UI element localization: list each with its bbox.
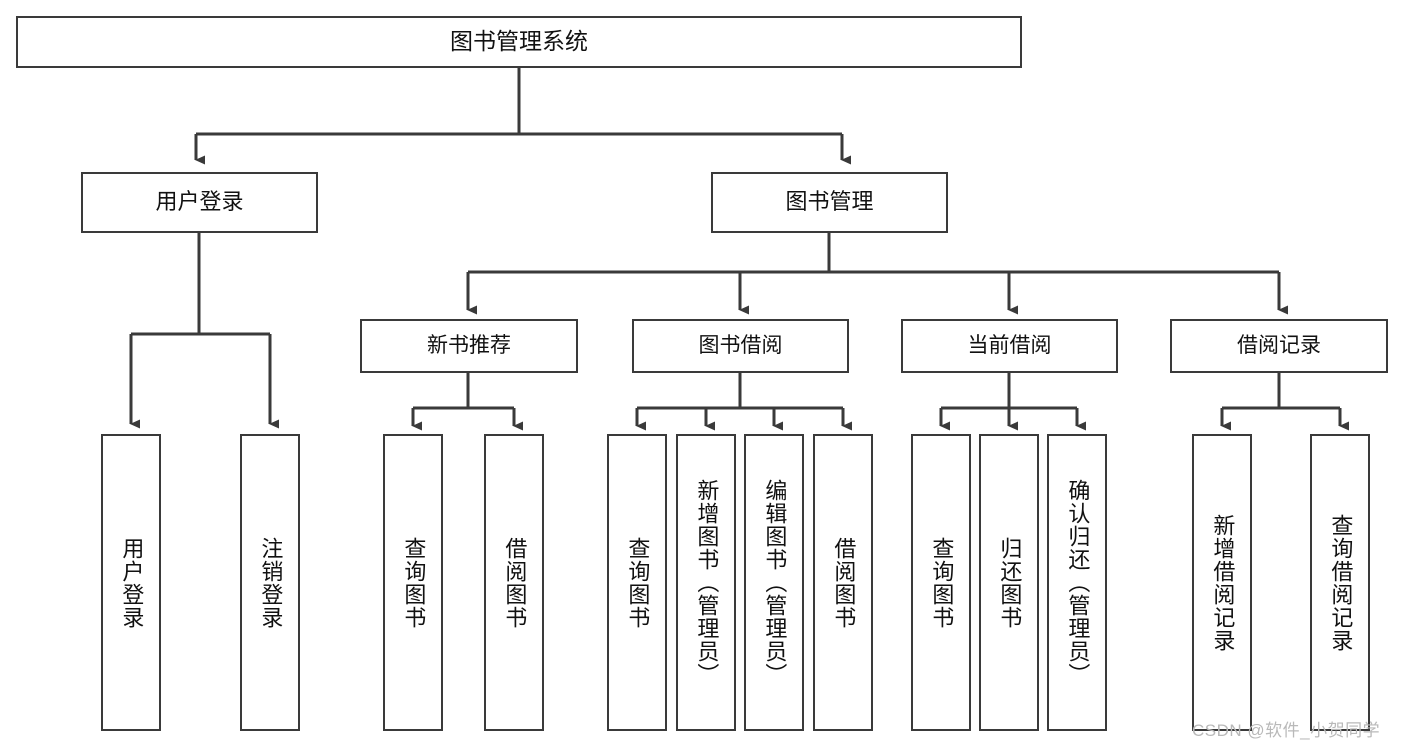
node-user-login-label: 用户登录: [155, 189, 244, 215]
leaf-borrow-book-1[interactable]: 借阅图书: [484, 434, 544, 731]
node-borrow-record-label: 借阅记录: [1237, 334, 1321, 358]
leaf-add-record[interactable]: 新增借阅记录: [1192, 434, 1252, 731]
node-root-label: 图书管理系统: [450, 28, 588, 55]
node-current-borrow-label: 当前借阅: [967, 334, 1052, 358]
leaf-return-book[interactable]: 归还图书: [979, 434, 1039, 731]
leaf-borrow-book-2[interactable]: 借阅图书: [813, 434, 873, 731]
leaf-logout-login-label: 注销登录: [258, 536, 284, 629]
leaf-edit-book[interactable]: 编辑图书（管理员）: [744, 434, 804, 731]
leaf-confirm-return[interactable]: 确认归还（管理员）: [1047, 434, 1107, 731]
node-book-borrow-label: 图书借阅: [698, 334, 783, 358]
leaf-query-book-3[interactable]: 查询图书: [911, 434, 971, 731]
leaf-add-book[interactable]: 新增图书（管理员）: [676, 434, 736, 731]
node-new-book-recommend-label: 新书推荐: [427, 334, 511, 358]
leaf-user-login[interactable]: 用户登录: [101, 434, 161, 731]
leaf-query-record[interactable]: 查询借阅记录: [1310, 434, 1370, 731]
node-borrow-record[interactable]: 借阅记录: [1170, 319, 1388, 373]
node-book-manage-label: 图书管理: [785, 189, 874, 215]
leaf-borrow-book-1-label: 借阅图书: [502, 536, 528, 629]
leaf-return-book-label: 归还图书: [997, 536, 1023, 629]
csdn-watermark: CSDN @软件_小贺同学: [1192, 721, 1381, 740]
leaf-borrow-book-2-label: 借阅图书: [831, 536, 857, 629]
node-user-login[interactable]: 用户登录: [81, 172, 318, 233]
node-new-book-recommend[interactable]: 新书推荐: [360, 319, 578, 373]
leaf-query-book-1[interactable]: 查询图书: [383, 434, 443, 731]
leaf-query-book-2[interactable]: 查询图书: [607, 434, 667, 731]
node-current-borrow[interactable]: 当前借阅: [901, 319, 1118, 373]
leaf-add-record-label: 新增借阅记录: [1210, 513, 1236, 652]
node-book-borrow[interactable]: 图书借阅: [632, 319, 849, 373]
leaf-query-book-3-label: 查询图书: [929, 536, 955, 629]
node-book-manage[interactable]: 图书管理: [711, 172, 948, 233]
leaf-edit-book-label: 编辑图书（管理员）: [762, 479, 788, 686]
leaf-add-book-label: 新增图书（管理员）: [694, 479, 720, 686]
node-root[interactable]: 图书管理系统: [16, 16, 1022, 68]
leaf-logout-login[interactable]: 注销登录: [240, 434, 300, 731]
leaf-user-login-label: 用户登录: [119, 536, 145, 629]
leaf-query-book-1-label: 查询图书: [401, 536, 427, 629]
leaf-query-book-2-label: 查询图书: [625, 536, 651, 629]
leaf-query-record-label: 查询借阅记录: [1328, 513, 1354, 652]
leaf-confirm-return-label: 确认归还（管理员）: [1065, 479, 1091, 686]
